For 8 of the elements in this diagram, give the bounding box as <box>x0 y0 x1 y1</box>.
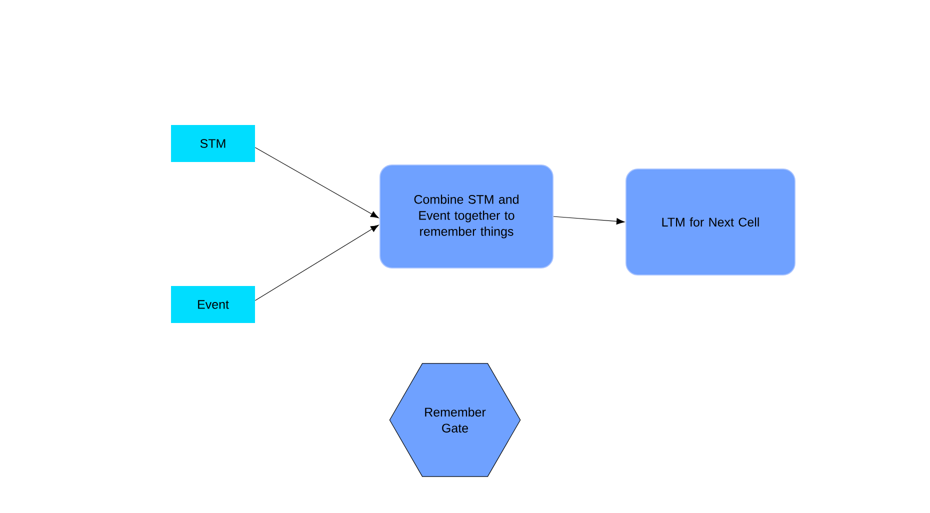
input-box: Event <box>171 286 255 323</box>
gate-hexagon: Remember Gate <box>389 363 521 477</box>
process-box: LTM for Next Cell <box>626 168 796 276</box>
process-box: Combine STM and Event together to remember things <box>380 164 554 268</box>
arrow <box>254 224 379 301</box>
input-box: STM <box>171 124 255 162</box>
arrow <box>553 216 625 225</box>
arrow <box>254 147 379 218</box>
